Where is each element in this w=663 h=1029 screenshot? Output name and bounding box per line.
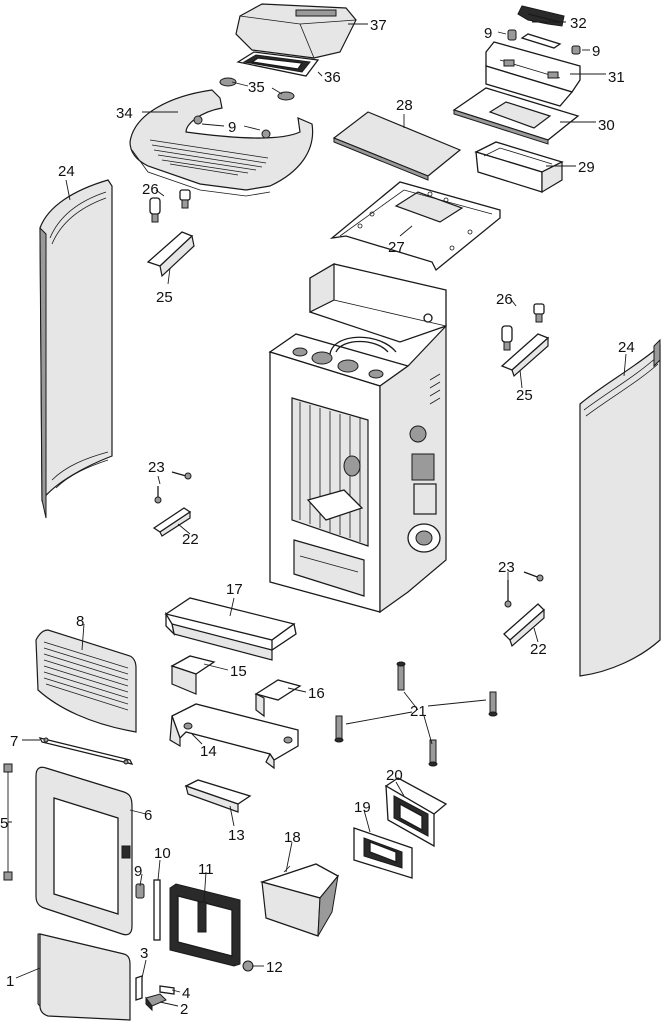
part-25-bracket-left xyxy=(146,231,195,278)
part-8-front-grille xyxy=(35,629,137,733)
label-23-left: 23 xyxy=(148,459,165,476)
part-26-screw-right xyxy=(501,303,545,351)
label-9-top-cover: 9 xyxy=(228,119,236,136)
label-22-right: 22 xyxy=(530,641,547,658)
label-19: 19 xyxy=(354,799,371,816)
label-34: 34 xyxy=(116,105,133,122)
label-20: 20 xyxy=(386,767,403,784)
part-24-side-panel-left xyxy=(39,179,113,519)
part-22-bracket-right xyxy=(503,603,545,648)
part-labels: 37 36 35 34 9 28 29 30 31 32 9 9 27 24 2… xyxy=(0,15,635,1018)
part-2-block xyxy=(145,993,167,1012)
part-22-bracket-left xyxy=(152,507,192,537)
part-27-top-bracket xyxy=(329,181,501,272)
part-21-bolts xyxy=(334,661,498,767)
label-28: 28 xyxy=(396,97,413,114)
part-35-disc-left xyxy=(219,77,237,87)
label-37: 37 xyxy=(370,17,387,34)
part-1-front-panel xyxy=(37,933,131,1021)
label-23-right: 23 xyxy=(498,559,515,576)
part-32-rail xyxy=(517,5,565,27)
part-4-clip xyxy=(159,985,175,995)
label-13: 13 xyxy=(228,827,245,844)
part-13-bracket xyxy=(184,779,252,813)
label-30: 30 xyxy=(598,117,615,134)
part-10-rod xyxy=(153,879,161,941)
label-14: 14 xyxy=(200,743,217,760)
label-18: 18 xyxy=(284,829,301,846)
part-11-inner-door xyxy=(169,883,241,967)
part-28-plate xyxy=(332,111,462,181)
label-8: 8 xyxy=(76,613,84,630)
label-10: 10 xyxy=(154,845,171,862)
part-26-screw-left xyxy=(149,189,191,223)
part-18-bin xyxy=(259,863,339,937)
label-16: 16 xyxy=(308,685,325,702)
part-23-screw-right xyxy=(504,571,544,608)
part-9-small-bar xyxy=(520,33,562,49)
part-31-bracket xyxy=(485,41,581,107)
part-29-box xyxy=(474,141,564,194)
label-25-right: 25 xyxy=(516,387,533,404)
part-7-bar xyxy=(38,737,134,765)
label-29: 29 xyxy=(578,159,595,176)
label-24-right: 24 xyxy=(618,339,635,356)
part-9-pin-lower xyxy=(135,883,145,899)
part-25-bracket-right xyxy=(500,333,550,378)
part-12-knob xyxy=(242,960,254,972)
part-24-side-panel-right xyxy=(579,338,661,677)
label-27: 27 xyxy=(388,239,405,256)
part-36-gasket xyxy=(236,51,320,77)
label-22-left: 22 xyxy=(182,531,199,548)
label-25-left: 25 xyxy=(156,289,173,306)
label-6: 6 xyxy=(144,807,152,824)
label-9-left-rail: 9 xyxy=(484,25,492,42)
label-32: 32 xyxy=(570,15,587,32)
part-14-frame xyxy=(169,703,299,770)
label-15: 15 xyxy=(230,663,247,680)
part-17-tray xyxy=(164,597,297,661)
label-26-left: 26 xyxy=(142,181,159,198)
part-20-plate xyxy=(384,777,448,848)
label-31: 31 xyxy=(608,69,625,86)
label-11: 11 xyxy=(198,861,214,878)
leader-lines xyxy=(7,21,627,1007)
label-1: 1 xyxy=(6,973,14,990)
part-19-plate xyxy=(353,827,413,879)
label-26-right: 26 xyxy=(496,291,513,308)
stove-body xyxy=(268,262,447,614)
label-24-left: 24 xyxy=(58,163,75,180)
part-23-screw-left xyxy=(154,471,192,504)
label-17: 17 xyxy=(226,581,243,598)
part-30-plate xyxy=(452,87,580,145)
label-4: 4 xyxy=(182,985,190,1002)
part-37-top-cover xyxy=(235,3,357,59)
label-7: 7 xyxy=(10,733,18,750)
label-5: 5 xyxy=(0,815,8,832)
label-35: 35 xyxy=(248,79,265,96)
label-9-right-rail: 9 xyxy=(592,43,600,60)
part-16-bracket xyxy=(254,679,302,718)
part-9-knob-a xyxy=(507,29,517,41)
label-9-door: 9 xyxy=(134,863,142,880)
part-6-door-frame xyxy=(35,766,133,936)
label-3: 3 xyxy=(140,945,148,962)
label-12: 12 xyxy=(266,959,283,976)
part-3-latch xyxy=(135,975,143,1001)
part-34-top-grille-cover xyxy=(129,89,314,197)
part-15-bracket xyxy=(170,655,216,695)
label-21: 21 xyxy=(410,703,427,720)
label-36: 36 xyxy=(324,69,341,86)
part-9-knob-b xyxy=(571,45,581,55)
label-2: 2 xyxy=(180,1001,188,1018)
